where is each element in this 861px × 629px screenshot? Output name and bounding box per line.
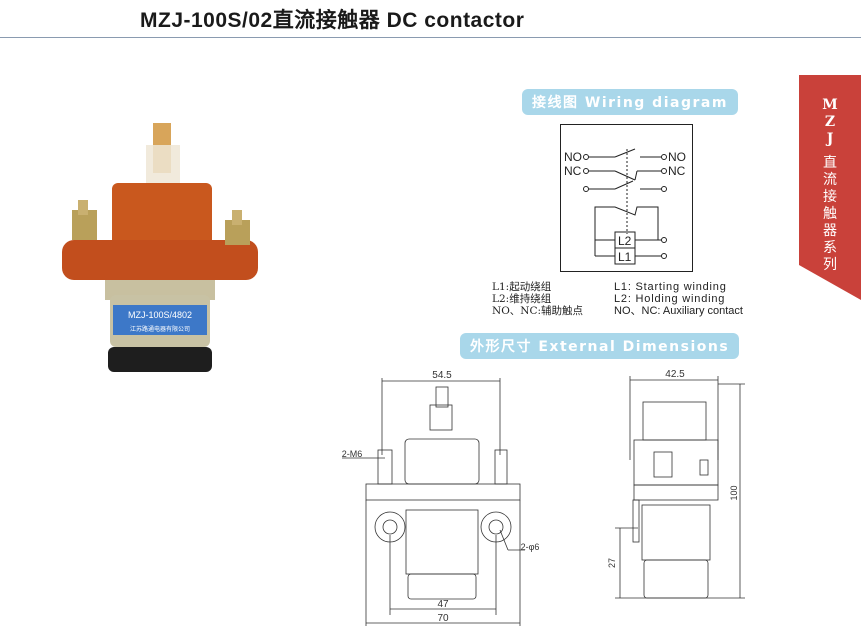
terminal-nc-right: NC — [668, 164, 686, 178]
photo-label-maker: 江苏路通电器有限公司 — [130, 325, 190, 333]
dim-height: 100 — [729, 485, 739, 500]
wiring-legend-en: L1: Starting winding L2: Holding winding… — [614, 281, 743, 317]
dimensions-heading: 外形尺寸 External Dimensions — [460, 333, 740, 359]
terminal-nc-left: NC — [564, 164, 582, 178]
dim-thread: 2-M6 — [342, 449, 363, 459]
terminal-no-left: NO — [564, 150, 582, 164]
series-letter: M — [822, 97, 838, 113]
wiring-diagram-heading: 接线图 Wiring diagram — [522, 89, 738, 115]
dim-base-width: 70 — [437, 613, 449, 624]
series-letter: Z — [824, 114, 836, 130]
series-char: 触 — [823, 206, 837, 222]
legend-item: L1: Starting winding — [614, 281, 727, 293]
series-code: M Z J — [799, 97, 861, 148]
series-name: 直 流 接 触 器 系 列 — [799, 155, 861, 274]
series-char: 接 — [823, 189, 837, 205]
legend-item: NO、NC: Auxiliary contact — [614, 305, 743, 317]
series-char: 系 — [823, 240, 837, 256]
dim-bracket: 27 — [607, 558, 617, 568]
series-char: 直 — [823, 155, 837, 171]
side-view-drawing: 42.5 100 27 — [607, 369, 745, 599]
series-side-tab: M Z J 直 流 接 触 器 系 列 — [799, 75, 861, 300]
terminal-no-right: NO — [668, 150, 686, 164]
series-char: 器 — [823, 223, 837, 239]
wiring-diagram: NO NC NO NC L2 L1 — [560, 124, 693, 272]
dim-top-width: 54.5 — [432, 370, 452, 381]
header-divider — [0, 37, 861, 38]
series-char: 流 — [823, 172, 837, 188]
dim-side-width: 42.5 — [665, 369, 685, 380]
product-photo: MZJ-100S/4802 江苏路通电器有限公司 — [62, 123, 258, 372]
series-letter: J — [826, 131, 834, 147]
dim-hole: 2-φ6 — [521, 542, 540, 552]
front-view-drawing: 54.5 2-M6 2-φ6 47 70 — [342, 370, 540, 626]
legend-item: L1:起动绕组 — [492, 281, 552, 293]
dim-hole-spacing: 47 — [437, 599, 449, 610]
series-char: 列 — [823, 257, 837, 273]
page-title: MZJ-100S/02直流接触器 DC contactor — [140, 9, 525, 32]
coil-l1-label: L1 — [618, 250, 632, 264]
legend-item: L2: Holding winding — [614, 293, 726, 305]
photo-label-model: MZJ-100S/4802 — [128, 310, 192, 320]
coil-l2-label: L2 — [618, 234, 632, 248]
legend-item: L2:维持绕组 — [492, 293, 552, 305]
legend-item: NO、NC:辅助触点 — [492, 305, 584, 317]
wiring-legend-cn: L1:起动绕组 L2:维持绕组 NO、NC:辅助触点 — [492, 281, 583, 317]
